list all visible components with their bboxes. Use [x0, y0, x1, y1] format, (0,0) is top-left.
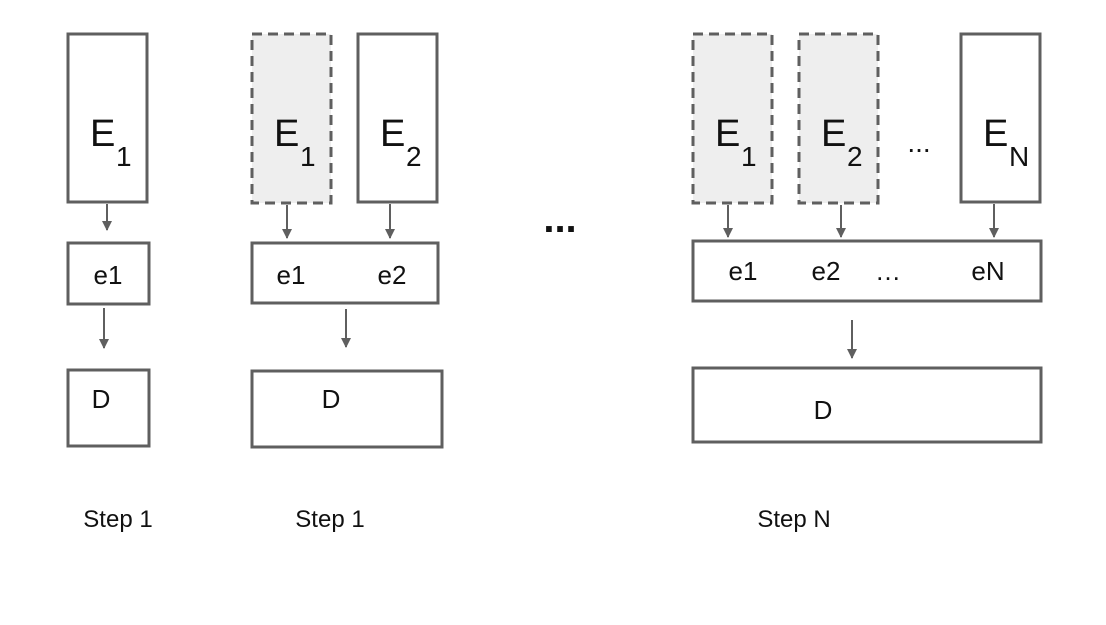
embedding-label: e2 — [378, 260, 407, 290]
frozen-encoder-box: E 1 — [691, 32, 774, 205]
embedding-label: eN — [971, 256, 1004, 286]
panel-step-1b: E 1 E 2 e1 e2 D Step 1 — [250, 32, 444, 533]
encoder-box: E N — [959, 32, 1042, 204]
encoder-subscript: 1 — [741, 141, 757, 172]
encoder-subscript: 1 — [116, 141, 132, 172]
embedding-box: e1 — [66, 241, 151, 306]
panel-step-1a: E 1 e1 D Step 1 — [66, 32, 153, 533]
encoder-subscript: N — [1009, 141, 1029, 172]
embedding-label: e1 — [277, 260, 306, 290]
encoder-letter: E — [983, 113, 1008, 155]
encoder-letter: E — [380, 113, 405, 155]
encoder-ellipsis: ... — [907, 127, 930, 158]
encoder-subscript: 2 — [847, 141, 863, 172]
embedding-box: e1 e2 — [250, 241, 440, 305]
decoder-label: D — [322, 384, 341, 414]
decoder-box: D — [250, 369, 444, 449]
encoder-subscript: 1 — [300, 141, 316, 172]
embedding-label: e1 — [729, 256, 758, 286]
frozen-encoder-box: E 1 — [250, 32, 333, 205]
frozen-encoder-box: E 2 — [797, 32, 880, 205]
encoder-box: E 1 — [66, 32, 149, 204]
decoder-label: D — [814, 395, 833, 425]
embedding-label: e1 — [94, 260, 123, 290]
decoder-box: D — [66, 368, 151, 448]
between-steps-ellipsis: ... — [543, 197, 576, 241]
embedding-box: e1 e2 … eN — [691, 239, 1043, 303]
embedding-label: e2 — [812, 256, 841, 286]
step-label: Step 1 — [83, 506, 152, 533]
encoder-box: E 2 — [356, 32, 439, 204]
encoder-letter: E — [274, 113, 299, 155]
encoder-subscript: 2 — [406, 141, 422, 172]
step-label: Step 1 — [295, 506, 364, 533]
step-label: Step N — [757, 506, 830, 533]
decoder-box: D — [691, 366, 1043, 444]
decoder-label: D — [92, 384, 111, 414]
embedding-label: … — [875, 256, 901, 286]
panel-step-n: E 1 E 2 ... E N e1 e2 … eN D Step N — [691, 32, 1043, 533]
encoder-letter: E — [821, 113, 846, 155]
encoder-letter: E — [90, 113, 115, 155]
encoder-letter: E — [715, 113, 740, 155]
